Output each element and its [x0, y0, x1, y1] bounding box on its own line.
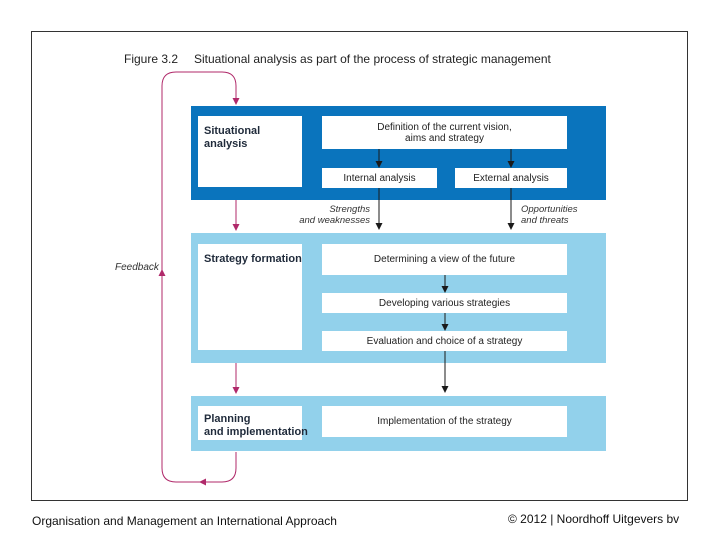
- opportunities-line1: Opportunities: [521, 204, 578, 215]
- slide-frame: [31, 31, 688, 501]
- evaluation-text: Evaluation and choice of a strategy: [366, 335, 523, 347]
- strengths-line1: Strengths: [329, 204, 370, 215]
- situational-label-line2: analysis: [204, 138, 248, 150]
- external-analysis-text: External analysis: [473, 172, 549, 184]
- internal-analysis-text: Internal analysis: [343, 172, 416, 184]
- internal-analysis-box: Internal analysis: [322, 168, 437, 188]
- opportunities-threats-label: Opportunities and threats: [521, 204, 578, 226]
- strengths-weaknesses-label: Strengths and weaknesses: [290, 204, 370, 226]
- view-of-future-box: Determining a view of the future: [322, 244, 567, 275]
- figure-caption: Situational analysis as part of the proc…: [194, 52, 551, 66]
- definition-line1: Definition of the current vision,: [377, 121, 512, 133]
- strategy-formation-label: Strategy formation: [198, 244, 302, 350]
- figure-number: Figure 3.2: [124, 52, 179, 66]
- feedback-label: Feedback: [115, 262, 159, 273]
- definition-line2: aims and strategy: [405, 132, 484, 144]
- opportunities-line2: and threats: [521, 215, 569, 226]
- implementation-text: Implementation of the strategy: [377, 416, 512, 427]
- strengths-line2: and weaknesses: [299, 215, 370, 226]
- developing-strategies-box: Developing various strategies: [322, 293, 567, 313]
- strategy-label-text: Strategy formation: [204, 253, 302, 265]
- footer-copyright: © 2012 | Noordhoff Uitgevers bv: [508, 512, 680, 526]
- developing-strategies-text: Developing various strategies: [378, 297, 511, 309]
- situational-label-line1: Situational: [204, 125, 261, 137]
- view-of-future-text: Determining a view of the future: [373, 254, 516, 265]
- definition-box: Definition of the current vision, aims a…: [322, 116, 567, 149]
- figure-title: Figure 3.2 Situational analysis as part o…: [124, 52, 551, 66]
- planning-label-line2: and implementation: [204, 426, 308, 438]
- feedback-loop: [161, 71, 237, 483]
- external-analysis-box: External analysis: [455, 168, 567, 188]
- footer-book-title: Organisation and Management an Internati…: [32, 514, 337, 528]
- situational-analysis-label: Situational analysis: [198, 116, 302, 187]
- evaluation-box: Evaluation and choice of a strategy: [322, 331, 567, 351]
- implementation-box: Implementation of the strategy: [322, 406, 567, 437]
- planning-label-line1: Planning: [204, 413, 251, 425]
- planning-label: Planning and implementation: [198, 406, 308, 440]
